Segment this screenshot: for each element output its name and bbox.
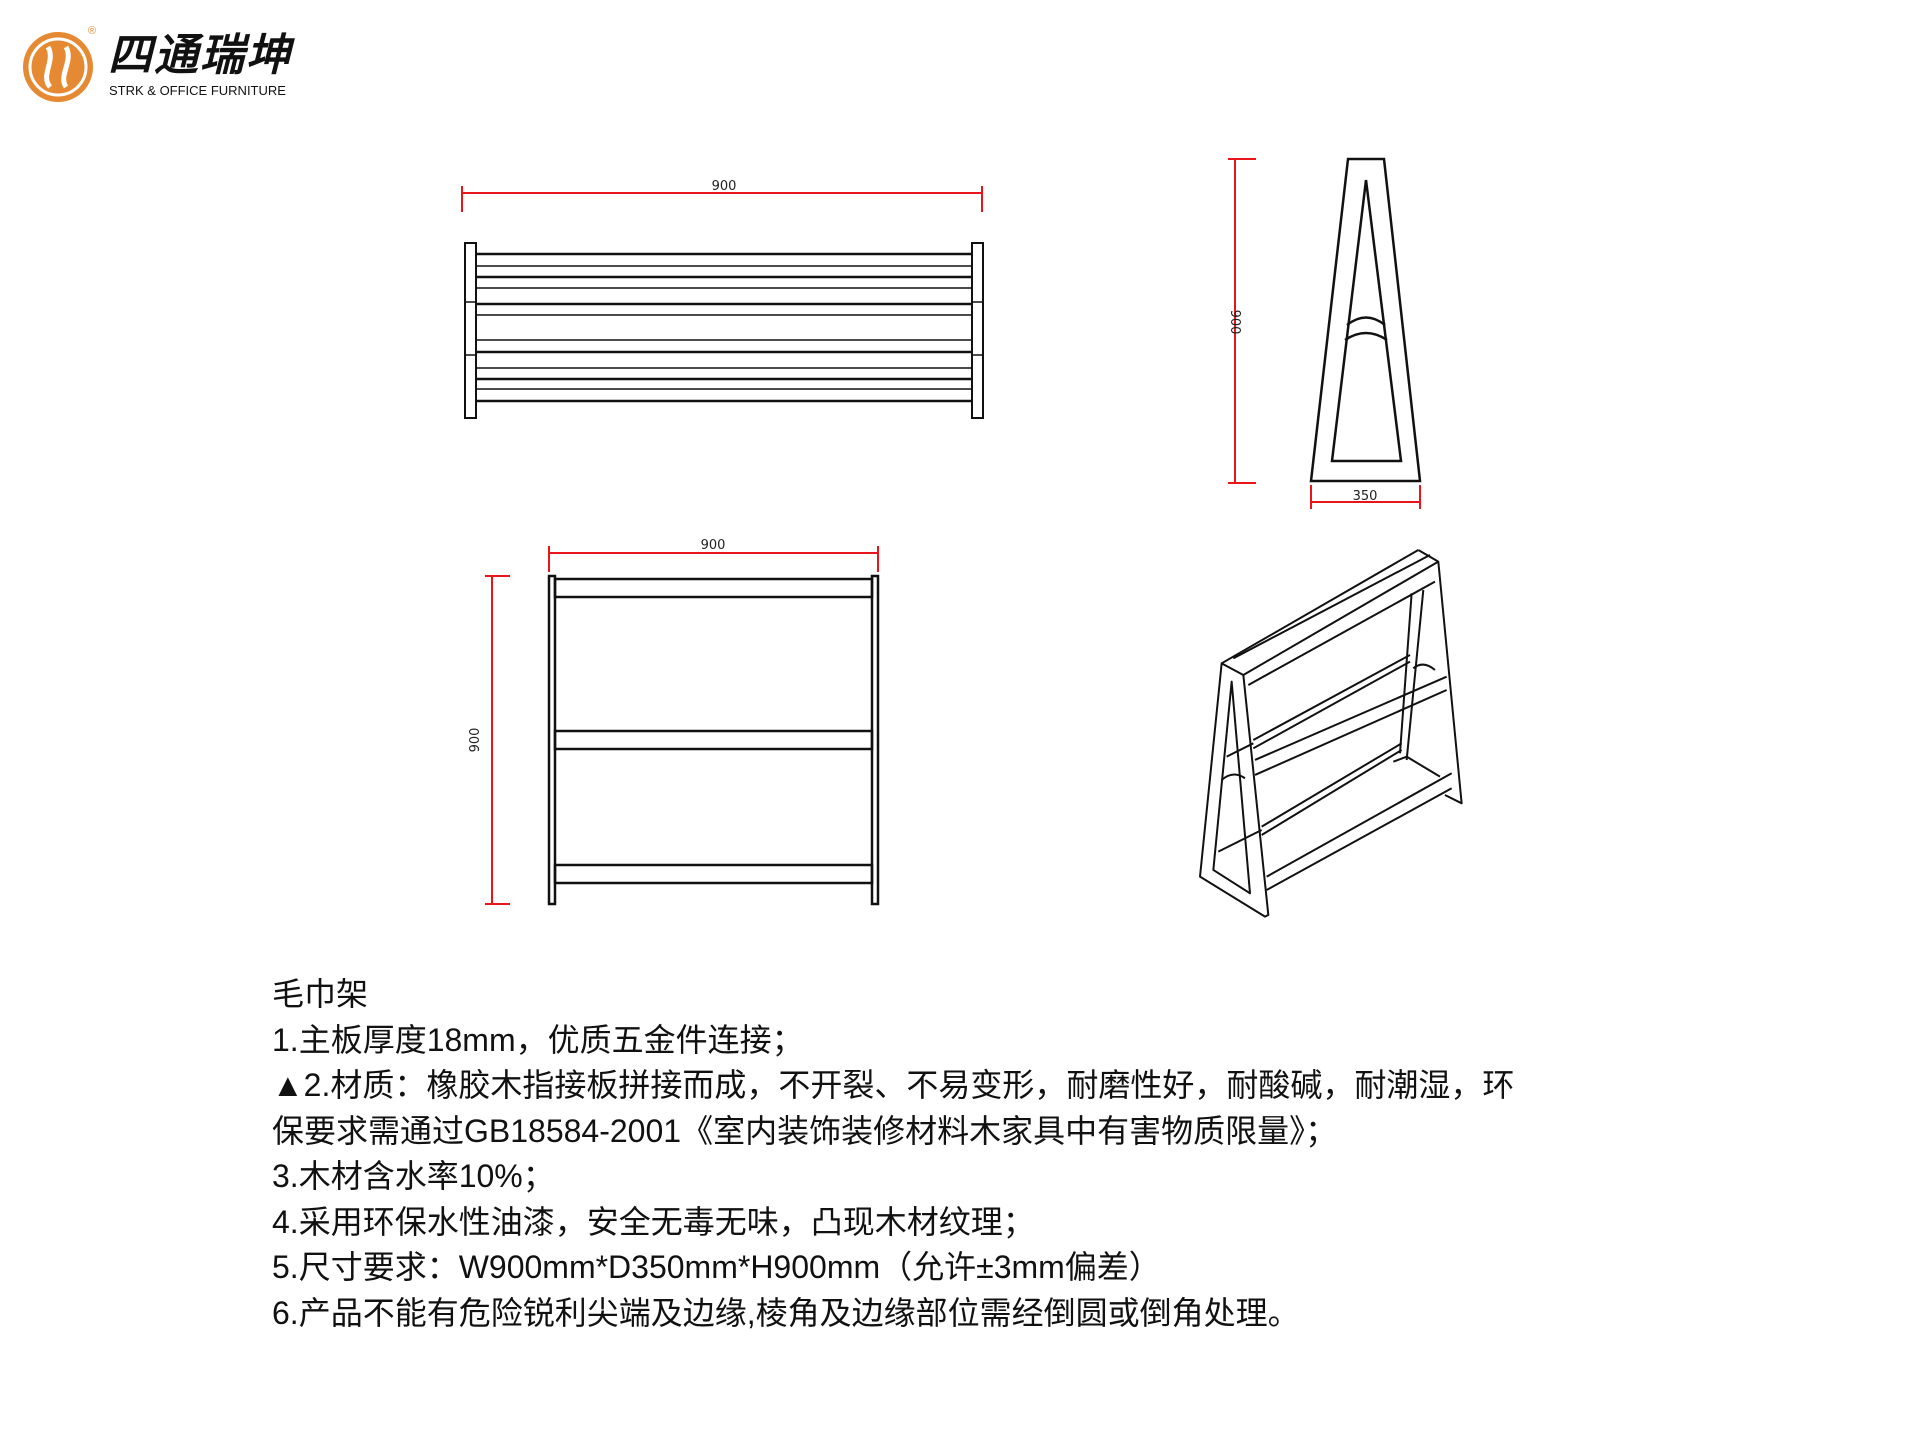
registered-mark: ®: [88, 25, 97, 37]
top-view-width-dimension: [461, 186, 983, 212]
front-view-width-dimension: [548, 546, 879, 572]
spec-item-6: 6.产品不能有危险锐利尖端及边缘,棱角及边缘部位需经倒圆或倒角处理。: [272, 1294, 1300, 1331]
logo-brand-cn: 四通瑞坤: [108, 30, 292, 81]
side-view-height-label: 900: [1227, 310, 1242, 335]
logo-emblem-icon: [23, 32, 93, 102]
front-view-height-label: 900: [468, 728, 483, 753]
front-view-height-dimension: [485, 575, 510, 905]
spec-item-2-line-1: ▲2.材质：橡胶木指接板拼接而成，不开裂、不易变形，耐磨性好，耐酸碱，耐潮湿，环: [272, 1067, 1515, 1103]
side-view: 900 350: [1227, 157, 1422, 509]
side-view-depth-dimension: [1310, 485, 1421, 509]
isometric-view: [1199, 549, 1463, 918]
logo-brand-en: STRK & OFFICE FURNITURE: [109, 83, 286, 98]
spec-item-5: 5.尺寸要求：W900mm*D350mm*H900mm（允许±3mm偏差）: [272, 1249, 1161, 1285]
spec-item-1: 1.主板厚度18mm，优质五金件连接；: [272, 1021, 804, 1058]
company-logo: ® 四通瑞坤 STRK & OFFICE FURNITURE: [22, 25, 314, 107]
spec-item-3: 3.木材含水率10%；: [272, 1158, 555, 1194]
product-specification: 毛巾架 1.主板厚度18mm，优质五金件连接； ▲2.材质：橡胶木指接板拼接而成…: [272, 972, 1514, 1336]
front-view-width-label: 900: [701, 538, 726, 553]
spec-item-2-line-2: 保要求需通过GB18584-2001《室内装饰装修材料木家具中有害物质限量》；: [272, 1112, 1338, 1149]
spec-item-4: 4.采用环保水性油漆，安全无毒无味，凸现木材纹理；: [272, 1203, 1035, 1240]
top-view: 900: [461, 179, 984, 419]
front-view: 900 900: [468, 538, 880, 906]
side-view-depth-label: 350: [1353, 489, 1378, 504]
top-view-width-label: 900: [712, 179, 737, 194]
side-view-height-dimension: [1228, 158, 1256, 484]
spec-title: 毛巾架: [272, 976, 369, 1012]
